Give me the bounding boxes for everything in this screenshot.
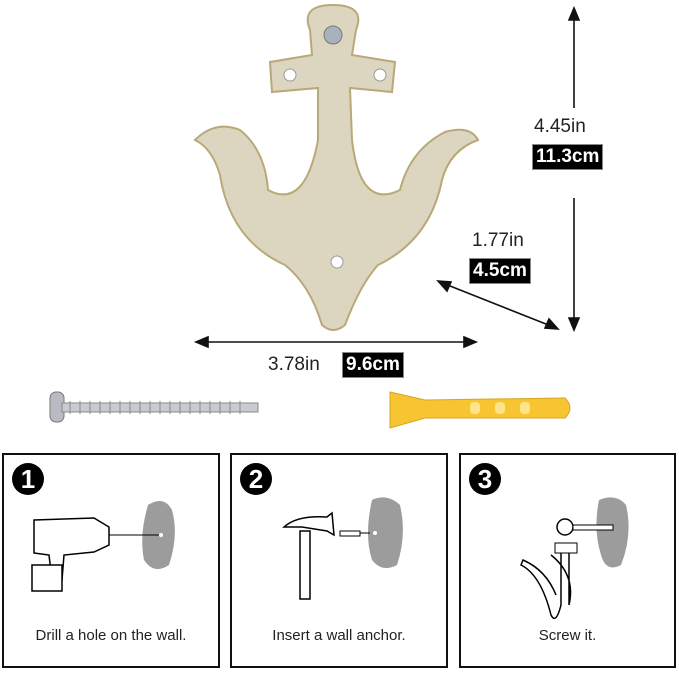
product-illustration	[49, 3, 581, 429]
step-number: 2	[240, 463, 272, 495]
width-inches-label: 3.78in	[268, 354, 320, 375]
step-number: 1	[12, 463, 44, 495]
step-2-panel: 2 Insert a wall anchor.	[230, 453, 448, 668]
hook-icon	[520, 497, 629, 620]
step-3-panel: 3 Screw it.	[459, 453, 676, 668]
wall-anchor-image	[389, 391, 571, 429]
depth-inches-label: 1.77in	[472, 230, 524, 251]
step-caption: Screw it.	[538, 627, 597, 644]
step-caption: Insert a wall anchor.	[272, 627, 406, 644]
anchor-hook-image	[193, 3, 480, 331]
step-1-panel: 1 Drill a hole on the wall.	[2, 453, 220, 668]
width-cm-label: 9.6cm	[342, 352, 404, 378]
step-number: 3	[469, 463, 501, 495]
step-caption: Drill a hole on the wall.	[35, 627, 187, 644]
screw-image	[49, 391, 259, 423]
depth-cm-label: 4.5cm	[469, 258, 531, 284]
drill-icon	[31, 501, 175, 592]
hammer-icon	[282, 497, 403, 600]
dimension-arrows	[193, 5, 581, 349]
height-inches-label: 4.45in	[534, 116, 586, 137]
height-cm-label: 11.3cm	[532, 144, 604, 170]
